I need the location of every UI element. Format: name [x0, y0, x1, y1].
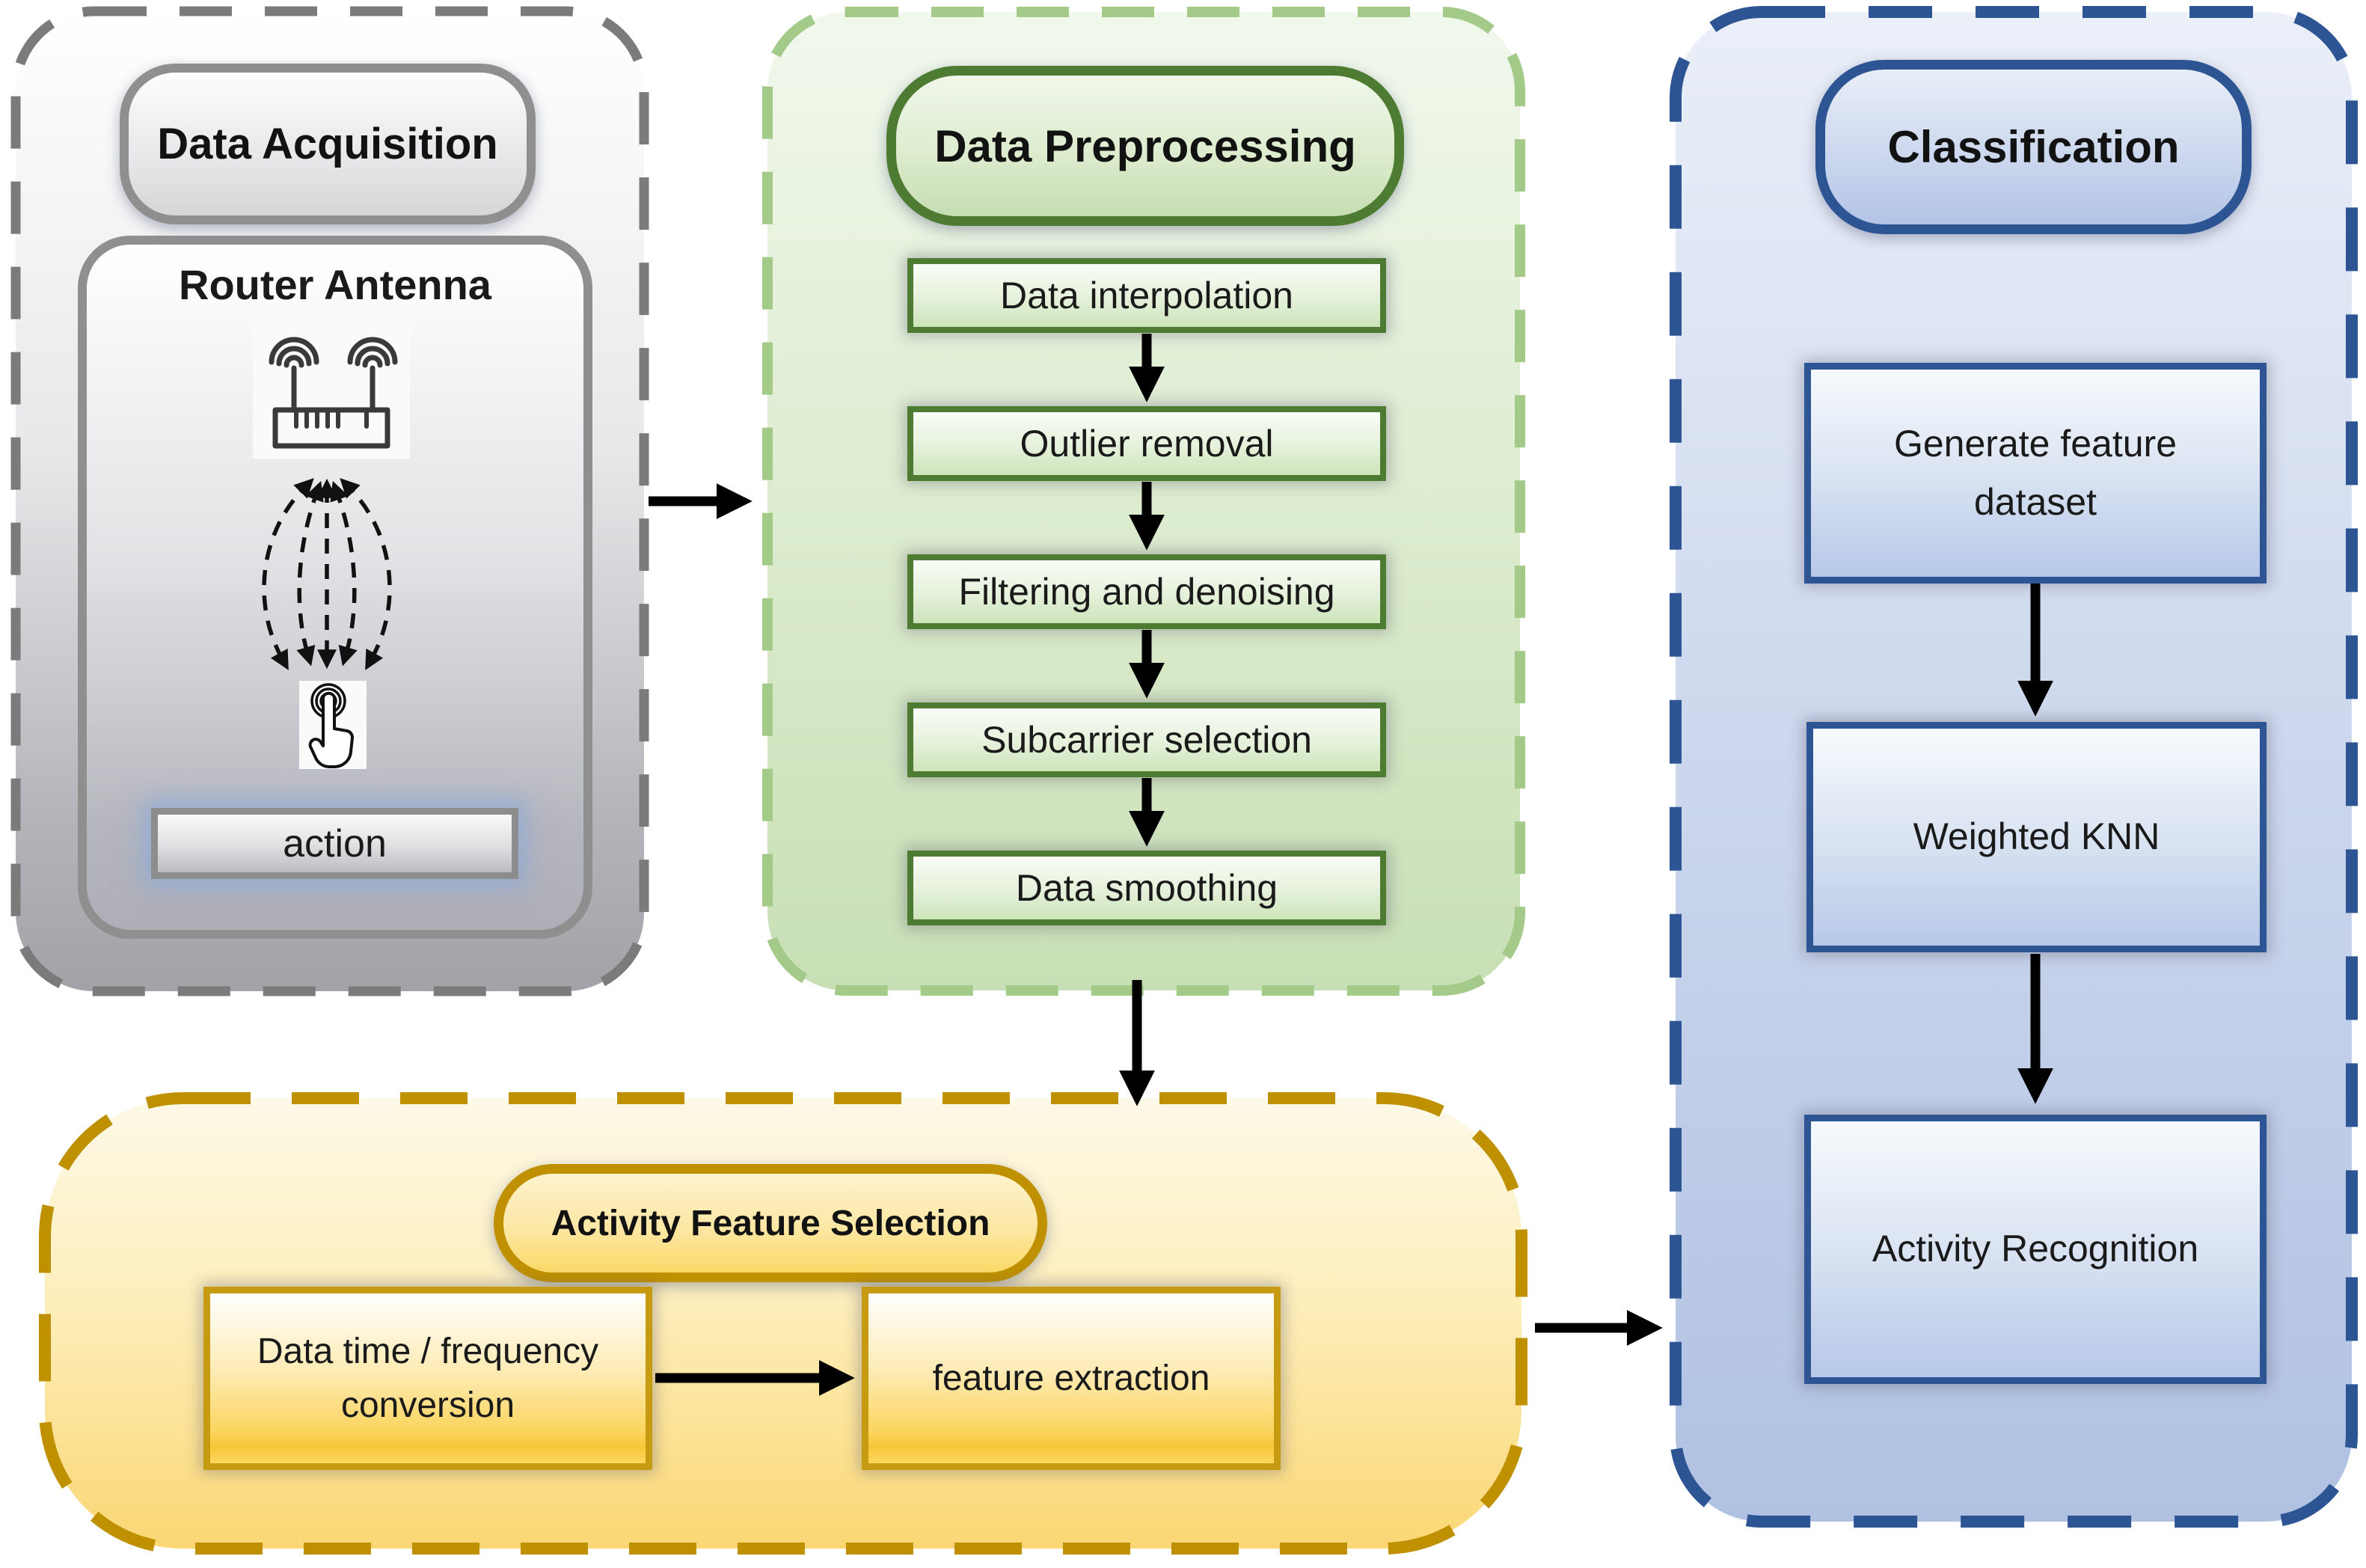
classification-title-label: Classification — [1887, 122, 2180, 172]
classification-title: Classification — [1815, 60, 2252, 234]
box-feature-extraction: feature extraction — [862, 1287, 1281, 1470]
box-time-frequency-conversion: Data time / frequency conversion — [203, 1287, 652, 1470]
tap-gesture-icon — [299, 681, 367, 769]
box-activity-recognition: Activity Recognition — [1804, 1115, 2267, 1384]
data-acquisition-panel: Data Acquisition Router Antenna — [10, 6, 649, 996]
data-preprocessing-panel: Data Preprocessing Data interpolation Ou… — [761, 6, 1526, 996]
box-weighted-knn: Weighted KNN — [1806, 722, 2267, 952]
box-generate-feature-dataset: Generate feature dataset — [1804, 363, 2267, 584]
wifi-router-icon — [253, 320, 410, 459]
activity-feature-selection-title: Activity Feature Selection — [494, 1164, 1047, 1282]
data-preprocessing-title-label: Data Preprocessing — [934, 120, 1356, 171]
activity-feature-selection-panel: Activity Feature Selection Data time / f… — [39, 1092, 1527, 1555]
step-outlier-removal: Outlier removal — [907, 406, 1386, 481]
step-subcarrier-selection: Subcarrier selection — [907, 702, 1386, 777]
step-data-smoothing: Data smoothing — [907, 851, 1386, 925]
data-preprocessing-title: Data Preprocessing — [886, 66, 1404, 226]
classification-panel: Classification Generate feature dataset … — [1670, 6, 2358, 1528]
router-antenna-label: Router Antenna — [179, 261, 491, 308]
step-filtering-denoising: Filtering and denoising — [907, 554, 1386, 629]
step-data-interpolation: Data interpolation — [907, 258, 1386, 333]
activity-feature-selection-title-label: Activity Feature Selection — [551, 1203, 990, 1243]
action-box: action — [151, 808, 518, 879]
action-box-label: action — [283, 821, 387, 866]
data-acquisition-title-label: Data Acquisition — [157, 120, 498, 168]
data-acquisition-title: Data Acquisition — [120, 64, 536, 224]
signal-waves-icon — [262, 478, 392, 670]
